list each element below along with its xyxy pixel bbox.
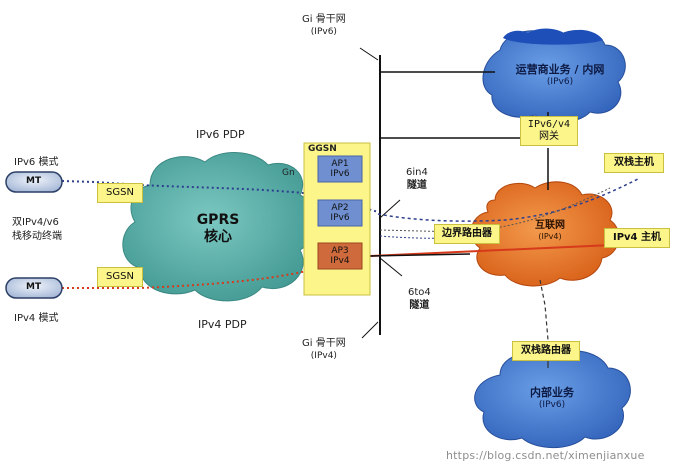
tunnel-6in4-line1: 6in4 xyxy=(406,166,428,179)
tunnel-6in4-line2: 隧道 xyxy=(406,179,428,192)
dual-terminal-label: 双IPv4/v6 栈移动终端 xyxy=(12,216,62,244)
operator-cloud-line1: 运营商业务 / 内网 xyxy=(500,63,620,76)
watermark-text: https://blog.csdn.net/ximenjianxue xyxy=(446,449,645,462)
sgsn-bottom-label: SGSN xyxy=(106,271,134,283)
gateway-box: IPv6/v4 网关 xyxy=(520,116,578,146)
gi-ipv4-line1: Gi 骨干网 xyxy=(302,338,346,350)
gi-ipv6-line1: Gi 骨干网 xyxy=(302,14,346,26)
internal-cloud-line2: (IPv6) xyxy=(512,399,592,412)
internet-cloud-line2: (IPv4) xyxy=(515,231,585,242)
dual-router-label: 双栈路由器 xyxy=(521,345,571,357)
tunnel-6to4-line2: 隧道 xyxy=(408,299,431,312)
tunnel-6to4-pointer xyxy=(380,258,402,276)
ipv6-mode-label: IPv6 模式 xyxy=(14,153,58,168)
ipv4-mode-text: IPv4 模式 xyxy=(14,313,58,324)
gprs-core-line2: 核心 xyxy=(178,229,258,246)
gn-text: Gn xyxy=(282,168,295,178)
ggsn-text: GGSN xyxy=(308,144,337,154)
gi-backbone-ipv6-label: Gi 骨干网 (IPv6) xyxy=(302,14,346,38)
ap2-line1: AP2 xyxy=(331,203,348,213)
dual-host-label: 双栈主机 xyxy=(614,157,654,169)
mt-bottom-label: MT xyxy=(26,282,41,292)
gn-label: Gn xyxy=(282,168,295,178)
ap3-line2: IPv4 xyxy=(330,256,349,266)
mt-top-label: MT xyxy=(26,176,41,186)
internal-cloud-line1: 内部业务 xyxy=(512,386,592,399)
gateway-line2: 网关 xyxy=(539,131,559,143)
ap1-line2: IPv6 xyxy=(330,169,349,179)
gprs-core-text: GPRS 核心 xyxy=(178,212,258,246)
ipv6-mode-text: IPv6 模式 xyxy=(14,157,58,168)
gi4-label-pointer xyxy=(362,322,378,338)
gprs-core-line1: GPRS xyxy=(178,212,258,229)
ipv4-host-label: IPv4 主机 xyxy=(613,232,661,244)
internet-to-dual-router-path xyxy=(540,280,548,340)
sgsn-bottom-box: SGSN xyxy=(97,267,143,287)
internet-cloud-text: 互联网 (IPv4) xyxy=(515,220,585,242)
gi-ipv6-line2: (IPv6) xyxy=(302,26,346,38)
dual-terminal-line2: 栈移动终端 xyxy=(12,230,62,244)
ipv4-mode-label: IPv4 模式 xyxy=(14,309,58,324)
mt-top-text: MT xyxy=(26,176,41,186)
tunnel-6to4-label: 6to4 隧道 xyxy=(406,285,433,313)
tunnel-6in4-label: 6in4 隧道 xyxy=(404,165,430,193)
watermark: https://blog.csdn.net/ximenjianxue xyxy=(446,449,645,462)
dual-host-box: 双栈主机 xyxy=(604,153,664,173)
ggsn-label: GGSN xyxy=(308,144,337,154)
sgsn-top-box: SGSN xyxy=(97,183,143,203)
ipv6-pdp-label: IPv6 PDP xyxy=(196,128,245,141)
sgsn-top-label: SGSN xyxy=(106,187,134,199)
ap2-label: AP2 IPv6 xyxy=(318,200,362,226)
ipv4-host-box: IPv4 主机 xyxy=(604,228,670,248)
border-router-box: 边界路由器 xyxy=(434,224,500,244)
gi6-label-pointer xyxy=(360,48,378,60)
ipv4-pdp-label: IPv4 PDP xyxy=(198,318,247,331)
ap3-line1: AP3 xyxy=(331,246,348,256)
mt-bottom-text: MT xyxy=(26,282,41,292)
ap3-label: AP3 IPv4 xyxy=(318,243,362,269)
border-router-label: 边界路由器 xyxy=(442,228,492,240)
internal-cloud-text: 内部业务 (IPv6) xyxy=(512,386,592,412)
gi-backbone-ipv4-label: Gi 骨干网 (IPv4) xyxy=(302,338,346,362)
tunnel-6to4-line1: 6to4 xyxy=(408,286,431,299)
gateway-line1: IPv6/v4 xyxy=(528,119,570,131)
ipv4-pdp-text: IPv4 PDP xyxy=(198,318,247,331)
ap1-label: AP1 IPv6 xyxy=(318,156,362,182)
internet-cloud-line1: 互联网 xyxy=(515,220,585,231)
ipv6-pdp-text: IPv6 PDP xyxy=(196,128,245,141)
dual-router-box: 双栈路由器 xyxy=(512,341,580,361)
operator-cloud-text: 运营商业务 / 内网 (IPv6) xyxy=(500,63,620,89)
operator-cloud-line2: (IPv6) xyxy=(500,76,620,89)
ap2-line2: IPv6 xyxy=(330,213,349,223)
ap1-line1: AP1 xyxy=(331,159,348,169)
ipv4-backbone-path xyxy=(370,254,470,256)
dual-terminal-line1: 双IPv4/v6 xyxy=(12,216,62,230)
gi-ipv4-line2: (IPv4) xyxy=(302,350,346,362)
